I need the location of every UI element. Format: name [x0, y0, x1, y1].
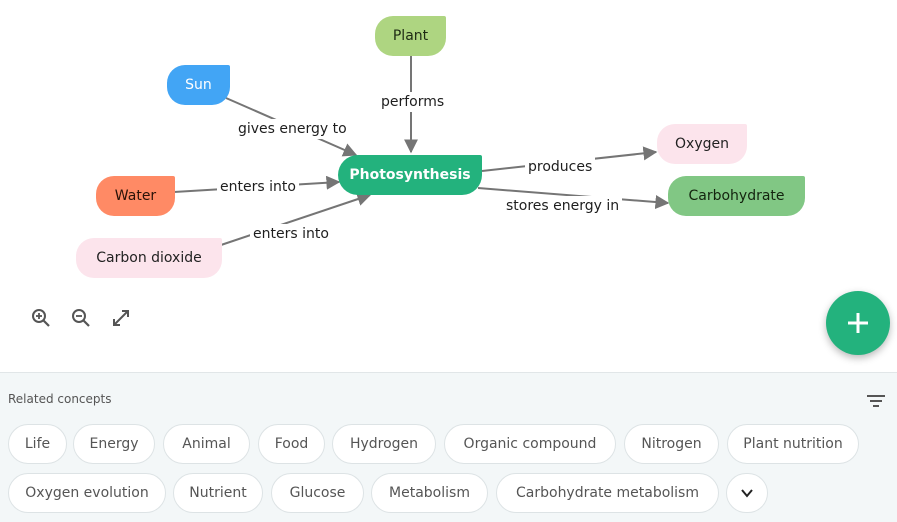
zoom-in-icon [32, 309, 50, 327]
zoom-out-button[interactable] [68, 305, 94, 331]
chevron-down-icon [741, 489, 753, 498]
zoom-in-button[interactable] [28, 305, 54, 331]
fullscreen-button[interactable] [108, 305, 134, 331]
edge-stores-energy [477, 187, 670, 209]
node-oxygen[interactable]: Oxygen [657, 124, 747, 164]
edge-label-enters-into-water: enters into [217, 177, 299, 197]
chip-plant-nutrition[interactable]: Plant nutrition [727, 424, 859, 464]
node-carbohydrate[interactable]: Carbohydrate [668, 176, 805, 216]
filter-icon [867, 395, 885, 407]
edge-label-produces: produces [525, 157, 596, 177]
chip-oxygen-evolution[interactable]: Oxygen evolution [8, 473, 166, 513]
node-photosynthesis[interactable]: Photosynthesis [338, 155, 482, 195]
chip-organic-compound[interactable]: Organic compound [444, 424, 616, 464]
add-node-button[interactable] [826, 291, 890, 355]
node-plant[interactable]: Plant [375, 16, 446, 56]
chip-nutrient[interactable]: Nutrient [173, 473, 263, 513]
related-concepts-panel: Related concepts Life Energy Animal Food… [0, 372, 897, 522]
plus-icon [848, 313, 868, 333]
chip-glucose[interactable]: Glucose [271, 473, 364, 513]
chip-nitrogen[interactable]: Nitrogen [624, 424, 719, 464]
concept-map[interactable]: performs gives energy to enters into ent… [0, 0, 897, 372]
node-water[interactable]: Water [96, 176, 175, 216]
chip-life[interactable]: Life [8, 424, 67, 464]
chip-hydrogen[interactable]: Hydrogen [332, 424, 436, 464]
node-sun[interactable]: Sun [167, 65, 230, 105]
edge-co2-enters [220, 192, 372, 246]
edge-label-stores-energy-in: stores energy in [503, 196, 623, 216]
chip-animal[interactable]: Animal [163, 424, 250, 464]
expand-icon [113, 310, 129, 326]
edge-label-performs: performs [378, 92, 448, 112]
zoom-out-icon [72, 309, 90, 327]
related-concepts-title: Related concepts [8, 392, 112, 406]
chip-food[interactable]: Food [258, 424, 325, 464]
node-carbon-dioxide[interactable]: Carbon dioxide [76, 238, 222, 278]
edge-label-enters-into-co2: enters into [250, 224, 332, 244]
edge-label-gives-energy-to: gives energy to [235, 119, 350, 139]
chip-energy[interactable]: Energy [73, 424, 155, 464]
chip-metabolism[interactable]: Metabolism [371, 473, 488, 513]
show-more-button[interactable] [726, 473, 768, 513]
filter-button[interactable] [864, 389, 888, 413]
chip-carbohydrate-metabolism[interactable]: Carbohydrate metabolism [496, 473, 719, 513]
